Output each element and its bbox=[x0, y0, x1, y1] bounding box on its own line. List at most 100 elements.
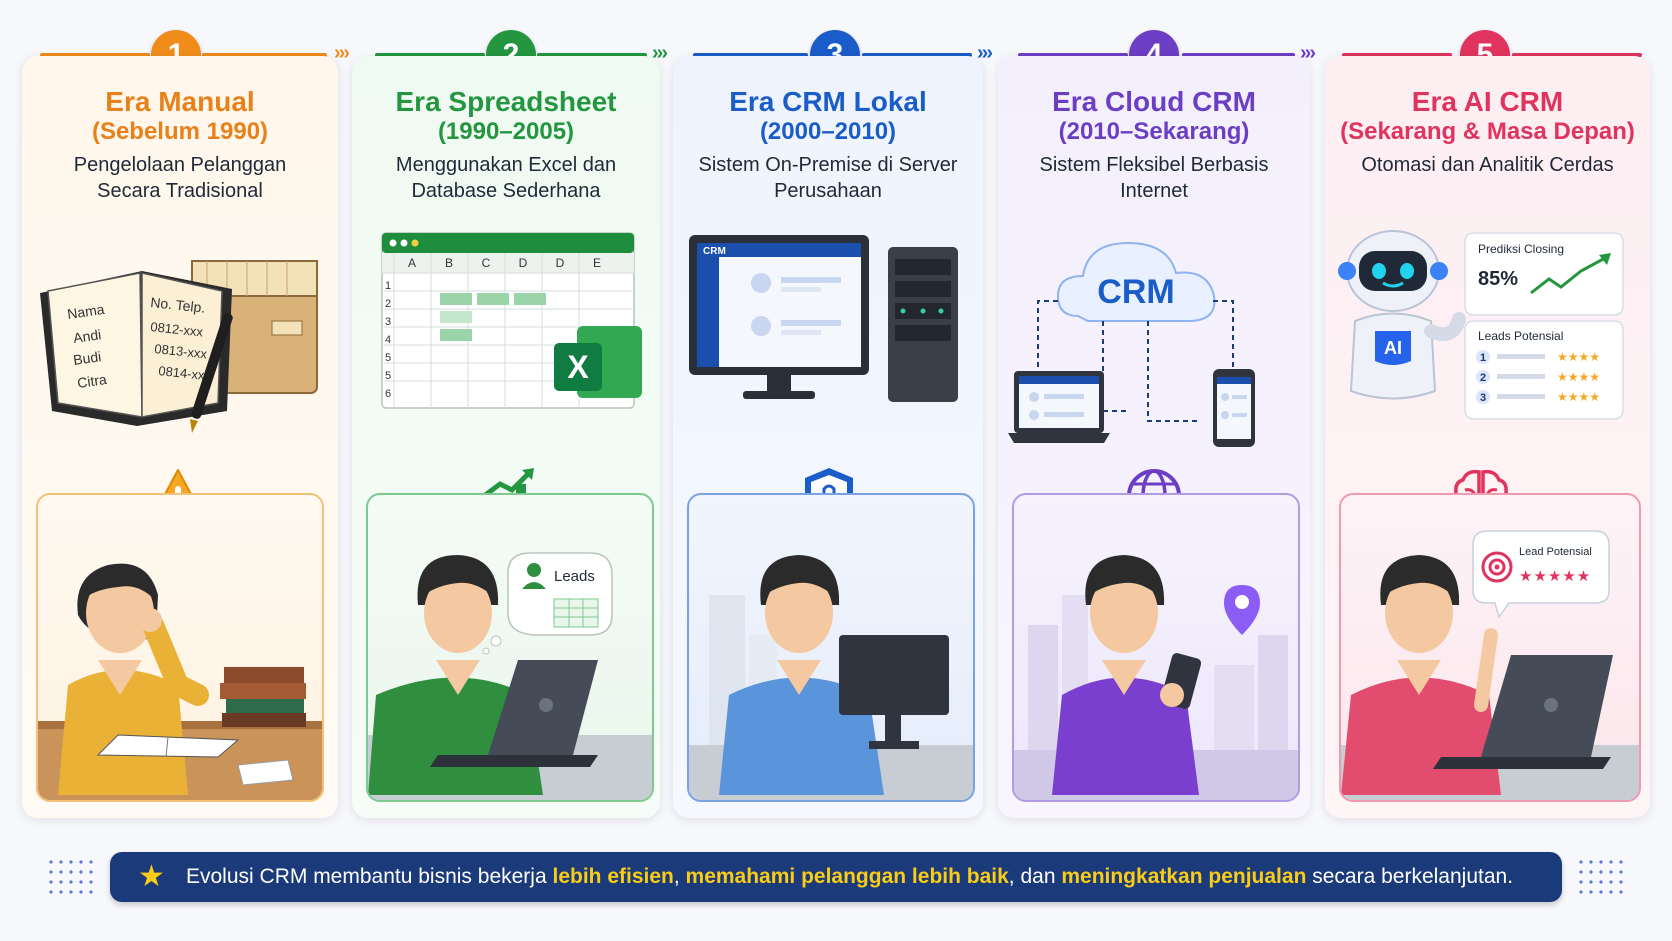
era-card-ai-crm: Era AI CRM (Sekarang & Masa Depan) Otoma… bbox=[1325, 56, 1650, 818]
leads-list: 1 ★★★★ 2 ★★★★ 3 ★★★★ bbox=[1476, 350, 1600, 404]
svg-text:0814-xxx: 0814-xxx bbox=[158, 363, 213, 383]
era-title: Era Cloud CRM bbox=[1052, 86, 1256, 117]
dots-decoration-right bbox=[1576, 857, 1626, 897]
notebook-col-name: Nama bbox=[66, 301, 105, 322]
spreadsheet-row-header: 5 bbox=[385, 370, 391, 382]
era-title: Era CRM Lokal bbox=[729, 86, 927, 117]
ai-illustration: AI Prediksi Closing 85% Leads Potensial … bbox=[1338, 230, 1624, 420]
lead-stars: ★★★★ bbox=[1557, 370, 1600, 384]
timeline-segment bbox=[40, 53, 150, 57]
target-icon bbox=[1481, 551, 1513, 583]
cloud-label: CRM bbox=[1097, 273, 1174, 311]
svg-text:Budi: Budi bbox=[72, 348, 102, 368]
robot-label: AI bbox=[1384, 338, 1402, 358]
cloud-icon: CRM bbox=[1056, 241, 1216, 322]
lead-potential-stars: ★★★★★ bbox=[1519, 568, 1591, 585]
server-tower-icon bbox=[888, 247, 958, 402]
era-card-crm-local: Era CRM Lokal (2000–2010) Sistem On-Prem… bbox=[673, 56, 983, 818]
server-illustration: CRM bbox=[689, 235, 958, 402]
era-description: Pengelolaan Pelanggan Secara Tradisional bbox=[73, 154, 287, 202]
era-description: Otomasi dan Analitik Cerdas bbox=[1361, 154, 1614, 176]
timeline-segment bbox=[1182, 53, 1295, 57]
timeline-arrow-icon: ››› bbox=[977, 42, 993, 64]
spreadsheet-col-header: E bbox=[593, 256, 601, 270]
lead-potential-label: Lead Potensial bbox=[1519, 546, 1592, 558]
summary-banner: ★ Evolusi CRM membantu bisnis bekerja le… bbox=[110, 852, 1562, 902]
scene-manual bbox=[36, 493, 324, 802]
excel-logo-icon: X bbox=[554, 326, 642, 398]
leads-bubble: Leads bbox=[482, 552, 613, 655]
phone-icon bbox=[1213, 369, 1255, 447]
lead-rank-badge bbox=[1476, 370, 1490, 384]
era-title: Era Manual bbox=[105, 86, 255, 117]
era-years: (Sebelum 1990) bbox=[91, 118, 269, 145]
prediction-title: Prediksi Closing bbox=[1478, 242, 1564, 256]
lead-rank-badge bbox=[1476, 350, 1490, 364]
svg-text:X: X bbox=[567, 349, 589, 385]
era-years: (Sekarang & Masa Depan) bbox=[1340, 118, 1635, 145]
lead-rank-badge bbox=[1476, 390, 1490, 404]
timeline-segment bbox=[375, 53, 485, 57]
desktop-monitor-icon bbox=[839, 635, 949, 749]
spreadsheet-row-header: 5 bbox=[385, 352, 391, 364]
era-title: Era AI CRM bbox=[1411, 86, 1564, 117]
spreadsheet-col-header: C bbox=[482, 256, 491, 270]
era-description: Sistem Fleksibel Berbasis Internet bbox=[1039, 154, 1269, 202]
scene-ai-crm: Lead Potensial ★★★★★ bbox=[1339, 493, 1641, 802]
leads-title: Leads Potensial bbox=[1478, 329, 1563, 343]
era-years: (2010–Sekarang) bbox=[1058, 118, 1250, 145]
lead-stars: ★★★★ bbox=[1557, 390, 1600, 404]
laptop-icon bbox=[1008, 371, 1110, 443]
era-card-spreadsheet: Era Spreadsheet (1990–2005) Menggunakan … bbox=[352, 56, 660, 818]
lead-potential-bubble: Lead Potensial ★★★★★ bbox=[1472, 530, 1610, 619]
leads-label: Leads bbox=[554, 568, 595, 585]
location-pin-icon bbox=[1224, 585, 1260, 635]
spreadsheet-row-header: 2 bbox=[385, 298, 391, 310]
era-card-manual: Era Manual (Sebelum 1990) Pengelolaan Pe… bbox=[22, 56, 338, 818]
lead-rank: 2 bbox=[1480, 372, 1486, 384]
era-description: Menggunakan Excel dan Database Sederhana bbox=[395, 154, 617, 202]
timeline-segment bbox=[1018, 53, 1128, 57]
dots-decoration-left bbox=[46, 857, 96, 897]
timeline-segment bbox=[537, 53, 647, 57]
timeline-arrow-icon: ››› bbox=[652, 42, 668, 64]
scene-crm-local bbox=[687, 493, 975, 802]
lead-rank: 1 bbox=[1480, 352, 1486, 364]
timeline-segment bbox=[202, 53, 327, 57]
svg-text:0813-xxx: 0813-xxx bbox=[154, 341, 209, 361]
lead-name-placeholder bbox=[1497, 374, 1545, 379]
spreadsheet-col-header: A bbox=[408, 256, 416, 270]
lead-name-placeholder bbox=[1497, 394, 1545, 399]
svg-text:Citra: Citra bbox=[76, 371, 108, 391]
star-icon: ★ bbox=[138, 860, 165, 893]
cloud-illustration: CRM bbox=[1008, 241, 1255, 447]
lead-rank: 3 bbox=[1480, 392, 1486, 404]
spreadsheet-col-header: D bbox=[519, 256, 528, 270]
spreadsheet-row-header: 4 bbox=[385, 334, 391, 346]
spreadsheet-row-header: 3 bbox=[385, 316, 391, 328]
era-years: (1990–2005) bbox=[437, 118, 575, 145]
pen-icon bbox=[190, 313, 233, 433]
scene-cloud-crm bbox=[1012, 493, 1300, 802]
spreadsheet-row-header: 6 bbox=[385, 388, 391, 400]
notebook-illustration: Nama No. Telp. Andi Budi Citra 0812-xxx … bbox=[40, 260, 318, 433]
timeline-segment bbox=[862, 53, 972, 57]
timeline-segment bbox=[1342, 53, 1452, 57]
lead-stars: ★★★★ bbox=[1557, 350, 1600, 364]
svg-text:Andi: Andi bbox=[72, 326, 102, 346]
era-description: Sistem On-Premise di Server Perusahaan bbox=[698, 154, 958, 202]
notebook-col-phone: No. Telp. bbox=[150, 294, 206, 316]
robot-icon: AI bbox=[1338, 230, 1466, 400]
svg-text:0812-xxx: 0812-xxx bbox=[150, 319, 205, 339]
prediction-value: 85% bbox=[1478, 268, 1518, 290]
era-title: Era Spreadsheet bbox=[395, 86, 617, 117]
timeline-segment bbox=[693, 53, 808, 57]
scene-spreadsheet: Leads bbox=[366, 493, 654, 802]
summary-text: Evolusi CRM membantu bisnis bekerja lebi… bbox=[186, 865, 1514, 888]
spreadsheet-col-header: B bbox=[445, 256, 453, 270]
spreadsheet-col-header: D bbox=[556, 256, 565, 270]
lead-name-placeholder bbox=[1497, 354, 1545, 359]
timeline-arrow-icon: ››› bbox=[334, 42, 350, 64]
era-card-cloud-crm: Era Cloud CRM (2010–Sekarang) Sistem Fle… bbox=[998, 56, 1310, 818]
